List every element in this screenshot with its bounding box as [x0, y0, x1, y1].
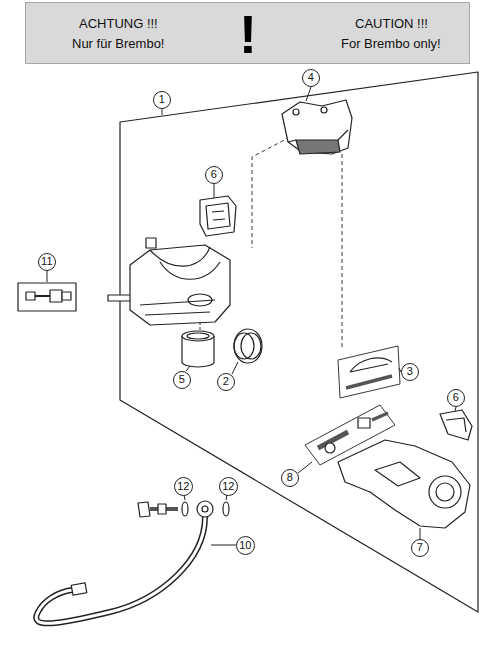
callout-circle: 7 [411, 539, 429, 557]
sealing-washer [182, 502, 188, 516]
callout-circle: 11 [38, 253, 56, 271]
assembly-line [252, 137, 290, 248]
assembly-line [342, 154, 343, 350]
callout-number: 10 [239, 540, 251, 551]
piston-seal [234, 329, 262, 363]
brake-hose [36, 501, 213, 623]
label-text: Nur für Brembo! [72, 37, 164, 50]
pad-retainer [440, 410, 472, 440]
callout-circle: 4 [302, 69, 320, 87]
label-text: ACHTUNG !!! [79, 17, 158, 30]
callout-number: 6 [211, 169, 217, 180]
callout-circle: 8 [281, 469, 299, 487]
callout-circle: 10 [236, 536, 255, 555]
brake-pads [282, 100, 352, 154]
callout-number: 12 [222, 481, 234, 492]
callout-number: 5 [179, 374, 185, 385]
bleeder-kit [18, 283, 76, 311]
callout-circle: 3 [401, 363, 419, 381]
piston [182, 331, 214, 367]
caliper-body [108, 238, 230, 325]
callout-circle: 5 [173, 371, 191, 389]
label-text: For Brembo only! [341, 37, 441, 50]
bracket-bolts [305, 405, 395, 465]
callout-circle: 6 [447, 389, 465, 407]
label-text: CAUTION !!! [355, 17, 428, 30]
sealing-washer [223, 502, 229, 516]
callout-circle: 6 [205, 166, 223, 184]
callout-number: 2 [223, 376, 229, 387]
callout-number: 11 [41, 256, 52, 267]
warning-banner: ACHTUNG !!! Nur für Brembo!! CAUTION !!! Fo… [25, 2, 470, 64]
callout-number: 4 [308, 72, 314, 83]
callout-number: 6 [453, 392, 459, 403]
callout-circle: 1 [153, 91, 171, 109]
caliper-bracket [338, 440, 470, 528]
pad-retainer-detail [446, 418, 466, 432]
banjo-bolt [138, 502, 178, 517]
callout-number: 1 [159, 94, 165, 105]
callout-number: 7 [417, 542, 423, 553]
pad-spring [200, 196, 236, 236]
callout-circle: 12 [219, 477, 238, 496]
label-text: ! [239, 7, 257, 61]
leader-lines [47, 87, 456, 545]
callout-number: 12 [177, 481, 189, 492]
kit-panel [120, 72, 478, 612]
pin-kit [338, 346, 400, 398]
callout-number: 8 [287, 472, 293, 483]
callout-circle: 2 [217, 373, 235, 391]
callout-circle: 12 [174, 477, 193, 496]
callout-number: 3 [407, 366, 413, 377]
